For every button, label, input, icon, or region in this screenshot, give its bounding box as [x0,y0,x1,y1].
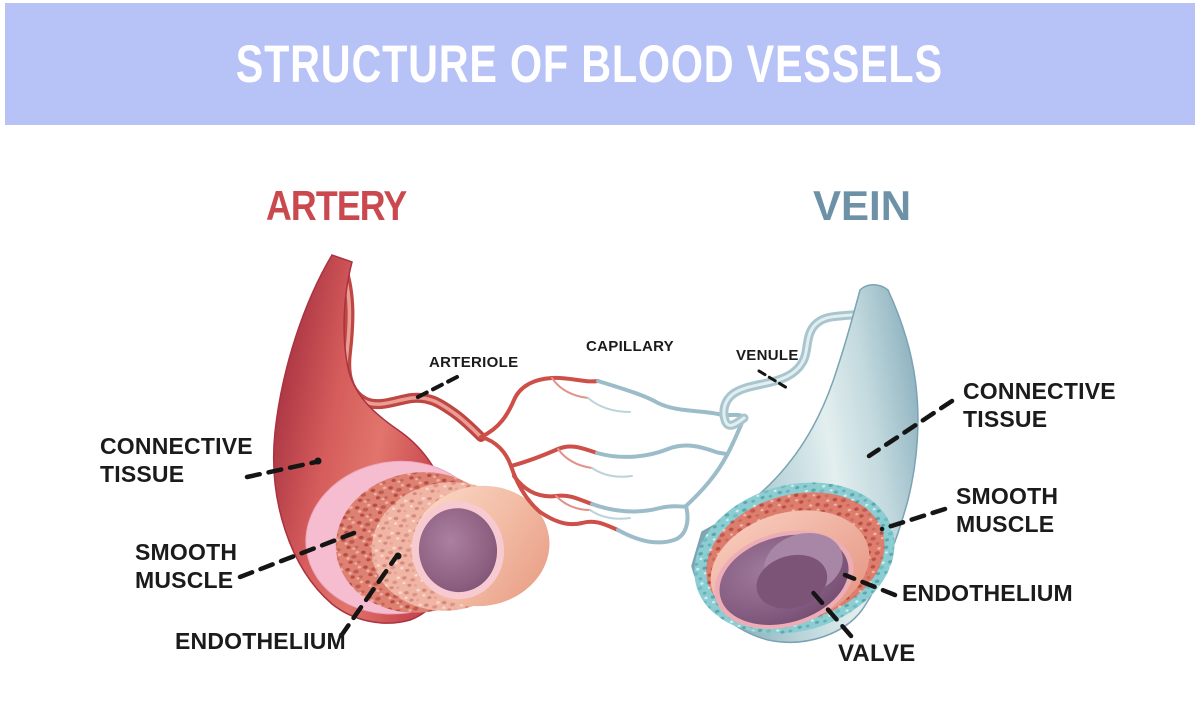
leader-smooth-muscle-artery [237,530,357,580]
vein-heading: VEIN [813,182,912,229]
label-arteriole: ARTERIOLE [429,354,519,371]
label-line: MUSCLE [956,511,1055,537]
page-title: STRUCTURE OF BLOOD VESSELS [235,34,943,94]
label-line: CONNECTIVE [100,433,253,459]
leader-connective-tissue-vein [866,398,955,459]
venule-vessel [719,309,866,430]
label-connective-tissue-artery: CONNECTIVE TISSUE [100,432,253,488]
label-line: MUSCLE [135,567,234,593]
leader-venule [757,369,789,390]
title-banner: STRUCTURE OF BLOOD VESSELS [5,3,1195,125]
label-smooth-muscle-artery: SMOOTH MUSCLE [135,538,237,594]
label-line: SMOOTH [956,483,1059,509]
leader-arteriole [414,375,459,400]
vein-cross-section [694,482,895,634]
label-endothelium-vein: ENDOTHELIUM [902,580,1073,606]
vein-valve [756,532,843,609]
label-valve: VALVE [838,640,916,667]
label-line: TISSUE [100,461,185,487]
leader-lines [237,369,955,639]
leader-endothelium-vein [842,572,898,598]
artery-illustration [272,254,550,624]
label-endothelium-artery: ENDOTHELIUM [175,628,346,654]
arteriole-vessel [337,261,486,442]
capillary-network [479,375,746,545]
label-venule: VENULE [736,347,799,364]
label-smooth-muscle-vein: SMOOTH MUSCLE [956,482,1058,538]
label-line: SMOOTH [135,539,238,565]
label-line: CONNECTIVE [963,378,1116,404]
leader-smooth-muscle-vein [879,506,948,532]
vein-illustration [691,284,919,644]
artery-heading: ARTERY [266,182,407,229]
leader-connective-tissue-artery [244,459,319,480]
leader-dot-connective-tissue [314,457,322,465]
label-capillary: CAPILLARY [586,338,674,355]
leader-endothelium-artery [338,554,399,639]
leader-dot-endothelium [394,552,402,560]
leader-valve [807,586,854,639]
artery-cross-section [305,460,550,615]
label-line: TISSUE [963,406,1048,432]
label-connective-tissue-vein: CONNECTIVE TISSUE [963,377,1116,433]
